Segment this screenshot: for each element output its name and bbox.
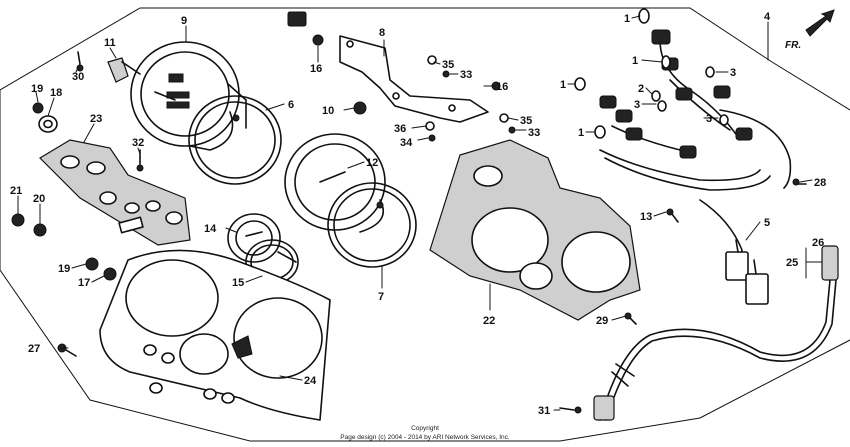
callout-1b: 1 bbox=[632, 55, 638, 67]
meter-visor-panel bbox=[99, 249, 331, 421]
washer-small bbox=[427, 55, 437, 65]
callout-21: 21 bbox=[10, 185, 22, 197]
callout-12: 12 bbox=[366, 157, 378, 169]
front-direction-marker: FR. bbox=[785, 9, 835, 51]
nut-small bbox=[508, 126, 516, 134]
callout-10: 10 bbox=[322, 105, 334, 117]
callout-13: 13 bbox=[640, 211, 652, 223]
callout-17: 17 bbox=[78, 277, 90, 289]
callout-3c: 3 bbox=[706, 113, 712, 125]
front-direction-arrow-icon bbox=[805, 9, 835, 37]
direction-label: FR. bbox=[785, 40, 801, 51]
speedometer bbox=[130, 41, 247, 151]
rubber-grommet bbox=[11, 213, 25, 227]
callout-16b: 16 bbox=[496, 81, 508, 93]
callout-19: 19 bbox=[31, 83, 43, 95]
small-bulb bbox=[705, 66, 715, 78]
nut-small bbox=[428, 134, 436, 142]
callout-24: 24 bbox=[304, 375, 317, 387]
callout-29: 29 bbox=[596, 315, 608, 327]
callout-3a: 3 bbox=[730, 67, 736, 79]
callout-35: 35 bbox=[442, 59, 454, 71]
washer-small bbox=[425, 121, 435, 131]
callout-36: 36 bbox=[394, 123, 406, 135]
callout-35b: 35 bbox=[520, 115, 532, 127]
callout-1d: 1 bbox=[578, 127, 584, 139]
copyright-title: Copyright bbox=[411, 425, 439, 432]
meter-bracket bbox=[339, 35, 489, 123]
callout-6: 6 bbox=[288, 99, 294, 111]
visor-screw bbox=[57, 343, 77, 357]
callout-labels: 9 11 30 19 18 23 32 6 10 12 21 20 14 19 … bbox=[10, 11, 826, 417]
callout-33: 33 bbox=[460, 69, 472, 81]
callout-1c: 1 bbox=[560, 79, 566, 91]
washer bbox=[38, 115, 58, 133]
callout-27: 27 bbox=[28, 343, 40, 355]
indicator-bulb bbox=[574, 8, 671, 139]
callout-4: 4 bbox=[764, 11, 771, 23]
callout-3b: 3 bbox=[634, 99, 640, 111]
callout-23: 23 bbox=[90, 113, 102, 125]
connector-clip bbox=[287, 11, 307, 27]
callout-8: 8 bbox=[379, 27, 385, 39]
callout-16: 16 bbox=[310, 63, 322, 75]
assembly-boundary bbox=[0, 7, 850, 442]
tachometer-lens-ring bbox=[327, 182, 417, 268]
callout-19b: 19 bbox=[58, 263, 70, 275]
callout-28: 28 bbox=[814, 177, 826, 189]
callout-20: 20 bbox=[33, 193, 45, 205]
callout-30: 30 bbox=[72, 71, 84, 83]
callout-2: 2 bbox=[638, 83, 644, 95]
meter-mounting-plate bbox=[39, 139, 191, 246]
callout-11: 11 bbox=[104, 37, 116, 49]
callout-14: 14 bbox=[204, 223, 217, 235]
case-screw bbox=[666, 208, 679, 223]
speedometer-cable bbox=[593, 245, 839, 421]
copyright-footer: Copyright Page design (c) 2004 - 2014 by… bbox=[340, 425, 510, 441]
callout-1a: 1 bbox=[624, 13, 630, 25]
rubber-grommet bbox=[85, 257, 99, 271]
callout-15: 15 bbox=[232, 277, 244, 289]
callout-5: 5 bbox=[764, 217, 770, 229]
rubber-grommet bbox=[33, 223, 47, 237]
small-bulb bbox=[651, 90, 661, 102]
grommet bbox=[32, 102, 44, 114]
callout-7: 7 bbox=[378, 291, 384, 303]
callout-34: 34 bbox=[400, 137, 413, 149]
washer-small bbox=[499, 113, 509, 123]
callout-26: 26 bbox=[812, 237, 824, 249]
small-bulb bbox=[657, 100, 667, 112]
cable-fitting bbox=[107, 57, 141, 83]
case-screw bbox=[624, 312, 637, 325]
harness-screw bbox=[792, 178, 807, 186]
small-bulb bbox=[719, 114, 729, 126]
meter-lower-case bbox=[429, 139, 641, 321]
callout-18: 18 bbox=[50, 87, 62, 99]
callout-9: 9 bbox=[181, 15, 187, 27]
callout-31: 31 bbox=[538, 405, 550, 417]
small-gauge bbox=[227, 213, 297, 263]
nut-small bbox=[442, 70, 450, 78]
leader-lines bbox=[17, 15, 823, 411]
callout-32: 32 bbox=[132, 137, 144, 149]
copyright-notice: Page design (c) 2004 - 2014 by ARI Netwo… bbox=[340, 434, 510, 441]
cable-screw bbox=[559, 406, 582, 414]
grommet-nut bbox=[353, 101, 367, 115]
mounting-screw bbox=[136, 149, 144, 172]
speedometer-lens-ring bbox=[188, 95, 282, 185]
callout-25: 25 bbox=[786, 257, 798, 269]
callout-22: 22 bbox=[483, 315, 495, 327]
callout-33b: 33 bbox=[528, 127, 540, 139]
nut bbox=[312, 34, 324, 46]
rubber-grommet bbox=[103, 267, 117, 281]
